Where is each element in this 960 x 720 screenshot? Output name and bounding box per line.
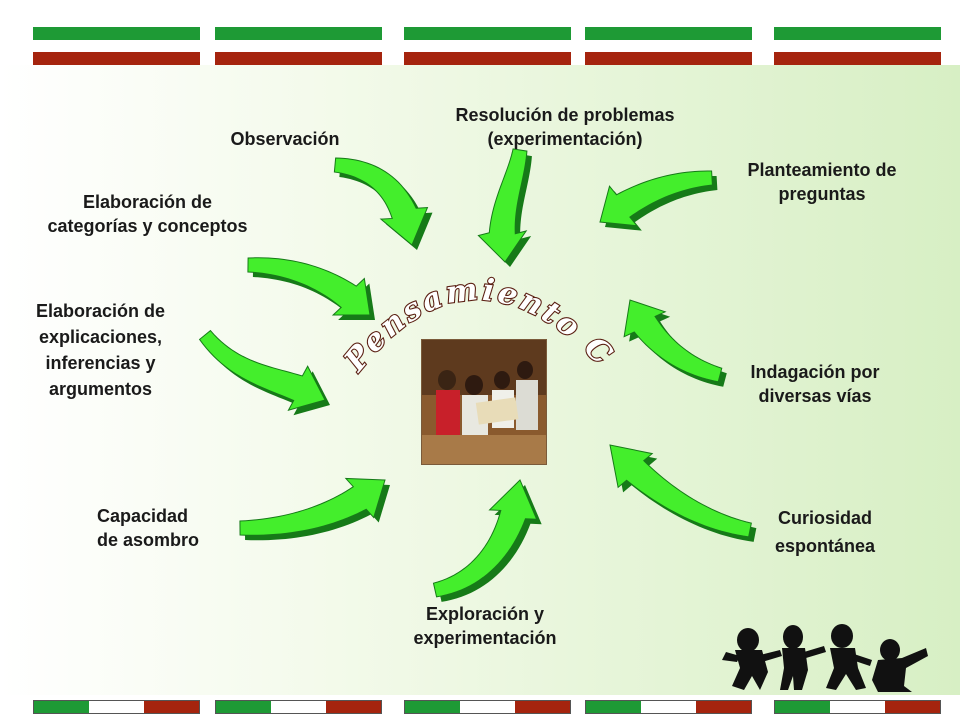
label-curiosidad-line1: Curiosidad (777, 508, 872, 528)
arrow-categorias (247, 257, 375, 320)
arrow-explicaciones (198, 329, 330, 416)
label-indagacion-line1: Indagación por (750, 362, 880, 382)
label-planteamiento-line2: preguntas (778, 184, 866, 204)
arrow-curiosidad-body (609, 444, 752, 538)
arrow-observacion-body (333, 157, 429, 246)
arrow-capacidad-body (239, 477, 386, 536)
arrow-indagacion-body (623, 299, 723, 383)
arrow-categorias-body (247, 257, 371, 316)
bottom-tricolor-bar-1 (33, 700, 200, 714)
label-observacion: Observación (210, 127, 360, 151)
label-explicaciones-line1: Elaboración de (35, 301, 166, 321)
children-photo-icon (421, 339, 547, 465)
label-explicaciones-line2: explicaciones, (38, 327, 163, 347)
label-categorias-line1: Elaboración de (82, 192, 213, 212)
label-resolucion-line1: Resolución de problemas (455, 105, 675, 125)
arrow-resolucion (477, 148, 532, 267)
arrow-observacion (333, 157, 433, 250)
arrow-planteamiento-shadow (605, 176, 718, 231)
label-resolucion-line2: (experimentación) (487, 129, 643, 149)
top-bar-green-2 (215, 27, 382, 40)
arrow-explicaciones-body (198, 329, 326, 411)
label-categorias-line2: categorías y conceptos (47, 216, 248, 236)
label-explicaciones-line3: inferencias y (45, 353, 156, 373)
top-bar-green-1 (33, 27, 200, 40)
label-exploracion-line2: experimentación (413, 628, 557, 648)
top-bar-green-5 (774, 27, 941, 40)
label-exploracion: Exploración y experimentación (380, 602, 590, 650)
arrow-curiosidad (609, 444, 757, 542)
arrow-planteamiento-body (599, 170, 713, 227)
label-exploracion-line1: Exploración y (425, 604, 545, 624)
bottom-tricolor-bar-3 (404, 700, 571, 714)
arrow-capacidad (239, 477, 390, 541)
label-planteamiento: Planteamiento de preguntas (722, 158, 922, 206)
top-bar-red-2 (215, 52, 382, 65)
label-indagacion-line2: diversas vías (758, 386, 872, 406)
bottom-tricolor-bar-5 (774, 700, 941, 714)
arrow-planteamiento (599, 170, 718, 231)
label-explicaciones-line4: argumentos (48, 379, 153, 399)
arrow-resolucion-body (477, 148, 528, 263)
top-bar-red-5 (774, 52, 941, 65)
bottom-tricolor-bar-2 (215, 700, 382, 714)
label-capacidad-line2: de asombro (97, 530, 200, 550)
label-capacidad-line1: Capacidad (97, 506, 189, 526)
arrow-exploracion (432, 479, 542, 602)
label-indagacion: Indagación por diversas vías (720, 360, 910, 408)
bottom-tricolor-bar-4 (585, 700, 752, 714)
label-curiosidad: Curiosidad espontánea (745, 504, 905, 560)
top-bar-green-4 (585, 27, 752, 40)
top-bar-green-3 (404, 27, 571, 40)
label-observacion-text: Observación (230, 129, 340, 149)
top-bar-red-4 (585, 52, 752, 65)
label-capacidad: Capacidad de asombro (97, 504, 237, 552)
top-bar-red-3 (404, 52, 571, 65)
arrow-exploracion-body (432, 479, 538, 598)
label-explicaciones: Elaboración de explicaciones, inferencia… (18, 298, 183, 402)
label-planteamiento-line1: Planteamiento de (747, 160, 897, 180)
label-resolucion: Resolución de problemas (experimentación… (420, 103, 710, 151)
label-categorias: Elaboración de categorías y conceptos (20, 190, 275, 238)
arrow-indagacion (623, 299, 727, 387)
label-curiosidad-line2: espontánea (774, 536, 876, 556)
top-bar-red-1 (33, 52, 200, 65)
